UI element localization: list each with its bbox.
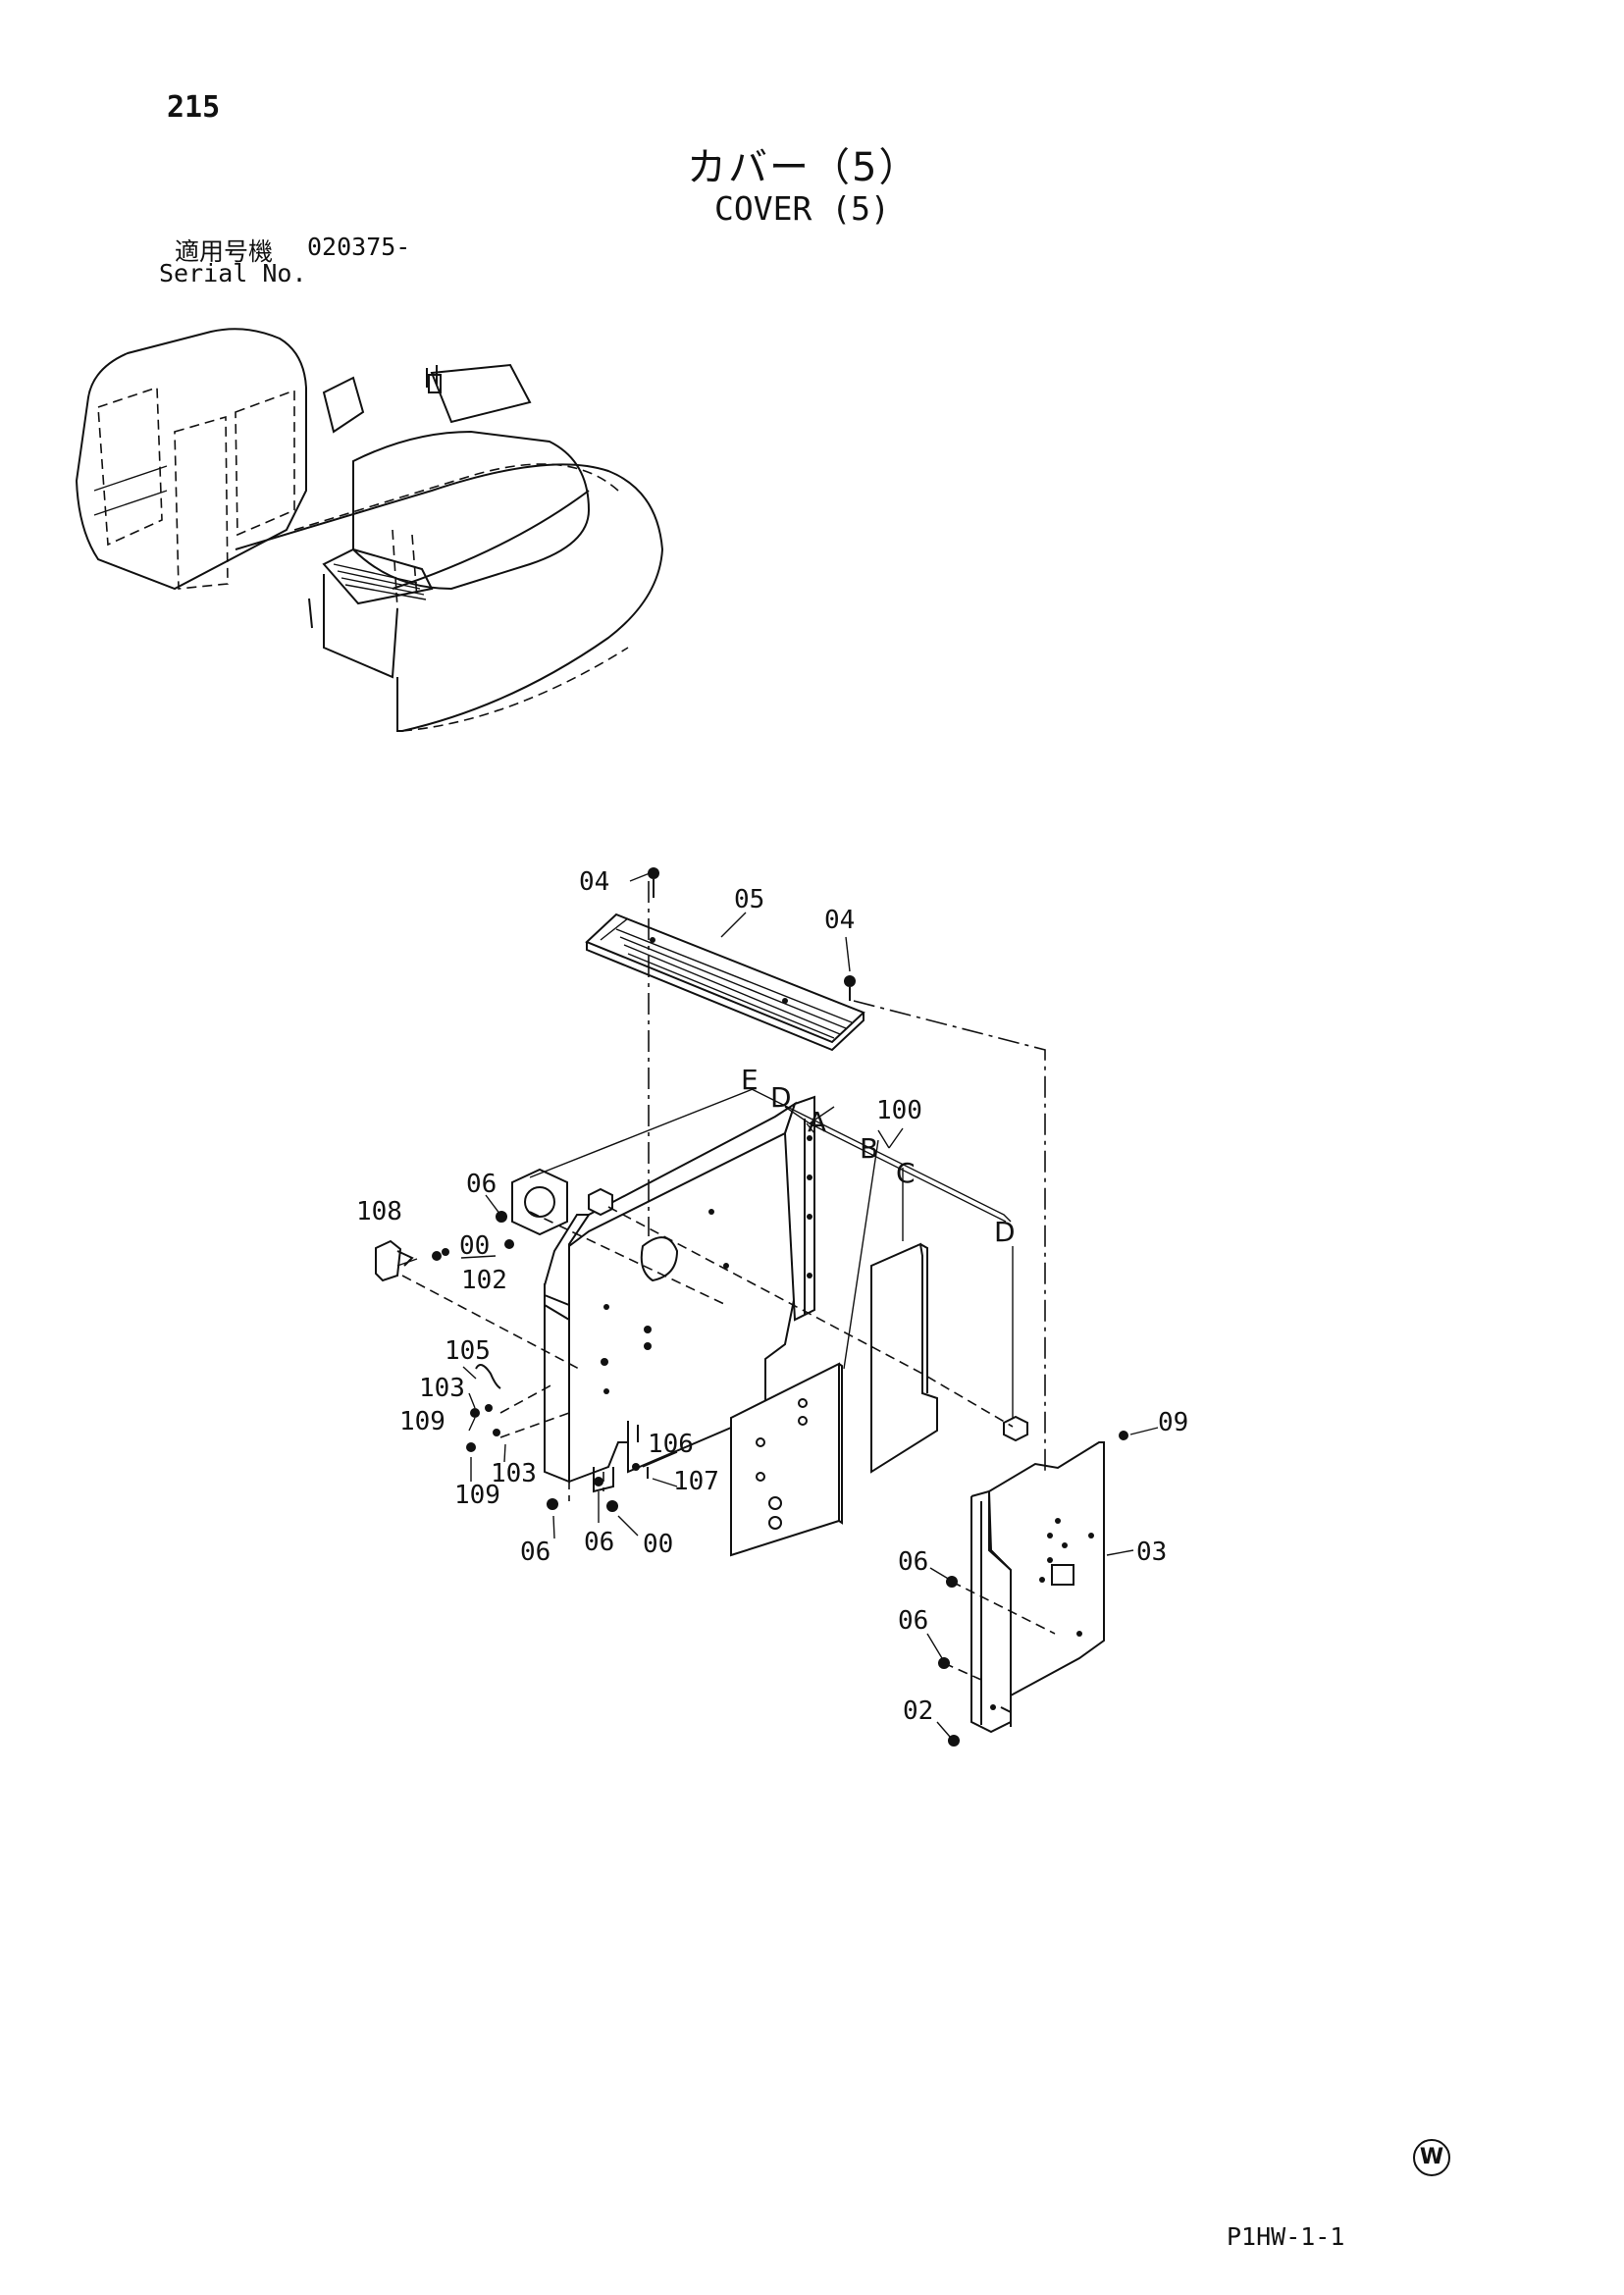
excavator-step-cover-highlight — [308, 529, 434, 679]
callout-102: 102 — [461, 1266, 507, 1295]
callout-c: C — [896, 1157, 916, 1189]
page-title-jp: カバー（5） — [687, 145, 920, 190]
bolt-04-left — [648, 867, 659, 898]
callout-03: 03 — [1136, 1538, 1167, 1567]
leader-lines — [396, 872, 1159, 1738]
assembly-lines — [401, 881, 1056, 1681]
serial-value: 020375- — [307, 233, 411, 261]
excavator-counterweight — [235, 363, 664, 732]
serial-label-en: Serial No. — [159, 259, 307, 287]
callout-109-bottom: 109 — [454, 1481, 500, 1510]
callout-04-left: 04 — [579, 867, 609, 897]
side-panel-03 — [970, 1441, 1105, 1734]
callout-d-top: D — [770, 1081, 792, 1114]
bolt-04-right — [844, 975, 856, 1001]
callout-108: 108 — [356, 1197, 402, 1226]
callout-06-right-mid: 06 — [898, 1606, 928, 1636]
serial-label-jp: 適用号機 — [175, 237, 274, 266]
callout-06-bottom-left: 06 — [520, 1538, 550, 1567]
page-title-en: COVER (5) — [714, 189, 890, 228]
callout-b: B — [860, 1132, 878, 1165]
w-corner-mark: W — [1413, 2139, 1450, 2176]
excavator-cab — [75, 328, 307, 591]
callout-00-top: 00 — [459, 1231, 490, 1261]
insulation-panel-c — [870, 1242, 938, 1474]
callout-105: 105 — [445, 1336, 491, 1366]
insulation-panel-b — [730, 1362, 843, 1557]
callout-04-right: 04 — [824, 906, 855, 935]
callout-103-right: 103 — [491, 1459, 537, 1488]
callout-06-top: 06 — [466, 1170, 497, 1199]
callout-a: A — [808, 1106, 826, 1138]
hardware-group — [375, 1211, 1128, 1747]
callout-02: 02 — [903, 1696, 933, 1726]
callout-106: 106 — [648, 1430, 694, 1459]
callout-103-left: 103 — [419, 1374, 465, 1403]
callout-109-top: 109 — [399, 1407, 445, 1436]
callout-e: E — [741, 1064, 759, 1096]
drawing-code: P1HW-1-1 — [1227, 2222, 1345, 2251]
seal-block-d-right — [1003, 1415, 1028, 1442]
callout-labels: 04 05 04 E D A 100 B C D 06 108 00 102 1… — [356, 867, 1188, 1726]
callout-06-bottom-mid: 06 — [584, 1528, 614, 1557]
seal-block-d — [511, 1168, 613, 1236]
callout-05: 05 — [734, 885, 764, 914]
callout-d-right: D — [994, 1216, 1016, 1248]
page-number: 215 — [167, 90, 221, 125]
callout-100: 100 — [876, 1096, 922, 1125]
side-panel-main — [544, 1095, 815, 1493]
callout-107: 107 — [673, 1467, 719, 1496]
callout-09: 09 — [1158, 1408, 1188, 1437]
callout-00-bottom: 00 — [643, 1530, 673, 1559]
callout-06-right-top: 06 — [898, 1547, 928, 1577]
step-cover-05 — [585, 913, 865, 1052]
